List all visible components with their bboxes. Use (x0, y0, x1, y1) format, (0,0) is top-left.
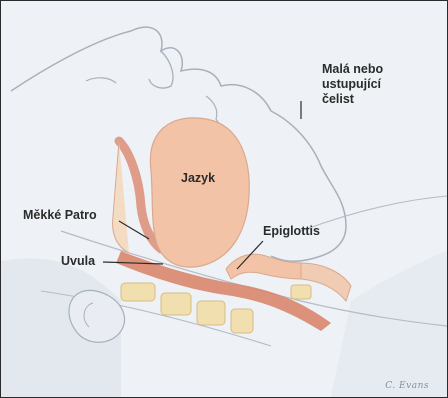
collar-line (301, 196, 447, 231)
jaw-label-line-3: čelist (322, 92, 412, 107)
vertebra-2 (161, 293, 191, 315)
tongue-shape (150, 118, 249, 267)
jaw-label-line-2: ustupující (322, 77, 412, 92)
vertebra-3 (197, 301, 225, 325)
epiglottis-label: Epiglottis (263, 224, 320, 239)
vertebra-5 (291, 285, 311, 299)
tongue-label: Jazyk (181, 171, 215, 186)
vertebra-4 (231, 309, 253, 333)
epiglottis-shape (226, 254, 301, 279)
jaw-label-line-1: Malá nebo (322, 62, 412, 77)
uvula-label: Uvula (61, 254, 95, 269)
soft-palate-label: Měkké Patro (23, 208, 97, 223)
artist-signature: C. Evans (385, 381, 429, 391)
vertebra-1 (121, 283, 155, 301)
eye (86, 78, 116, 83)
jaw-label: Malá nebo ustupující čelist (322, 62, 412, 107)
nose (149, 51, 173, 88)
